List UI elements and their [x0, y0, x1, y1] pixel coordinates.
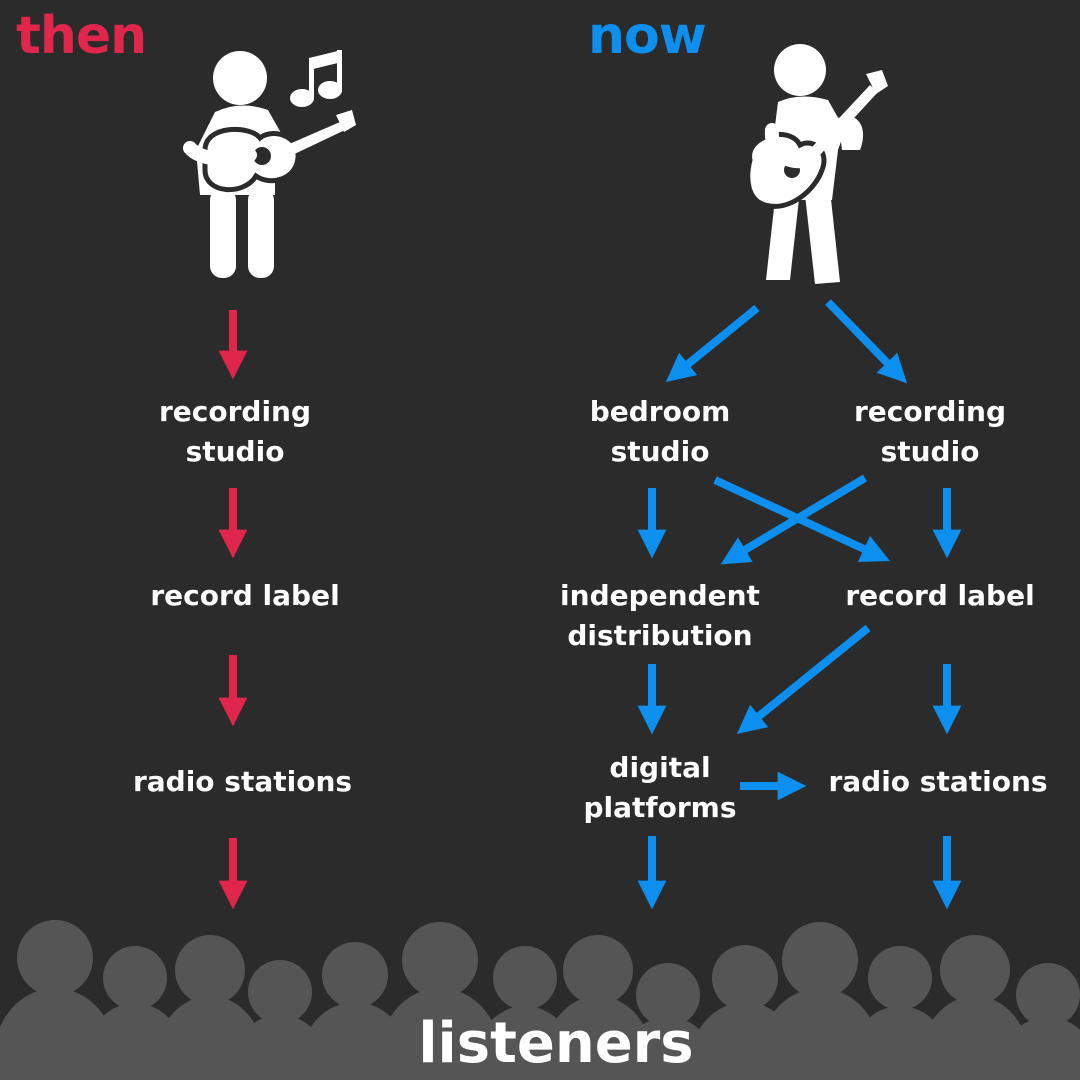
then-heading: then — [16, 6, 147, 66]
arrow-musician-recording — [825, 299, 908, 384]
then-recording-studio: recording studio — [158, 395, 312, 468]
now-heading: now — [588, 6, 707, 66]
arrow-label-digital — [736, 624, 871, 735]
then-radio-stations: radio stations — [132, 765, 353, 798]
arrow-musician-bedroom — [665, 304, 760, 383]
now-recording-studio: recording studio — [853, 395, 1007, 468]
music-note-icon — [290, 50, 342, 107]
listeners-label: listeners — [418, 1011, 694, 1076]
now-record-label: record label — [845, 579, 1035, 612]
now-bedroom-studio: bedroom studio — [589, 395, 731, 468]
now-radio-stations: radio stations — [828, 765, 1048, 798]
now-independent-distribution: independent distribution — [560, 579, 760, 652]
arrow-recording-distribution — [720, 474, 868, 565]
now-digital-platforms: digital platforms — [583, 751, 737, 824]
then-record-label: record label — [150, 579, 340, 612]
